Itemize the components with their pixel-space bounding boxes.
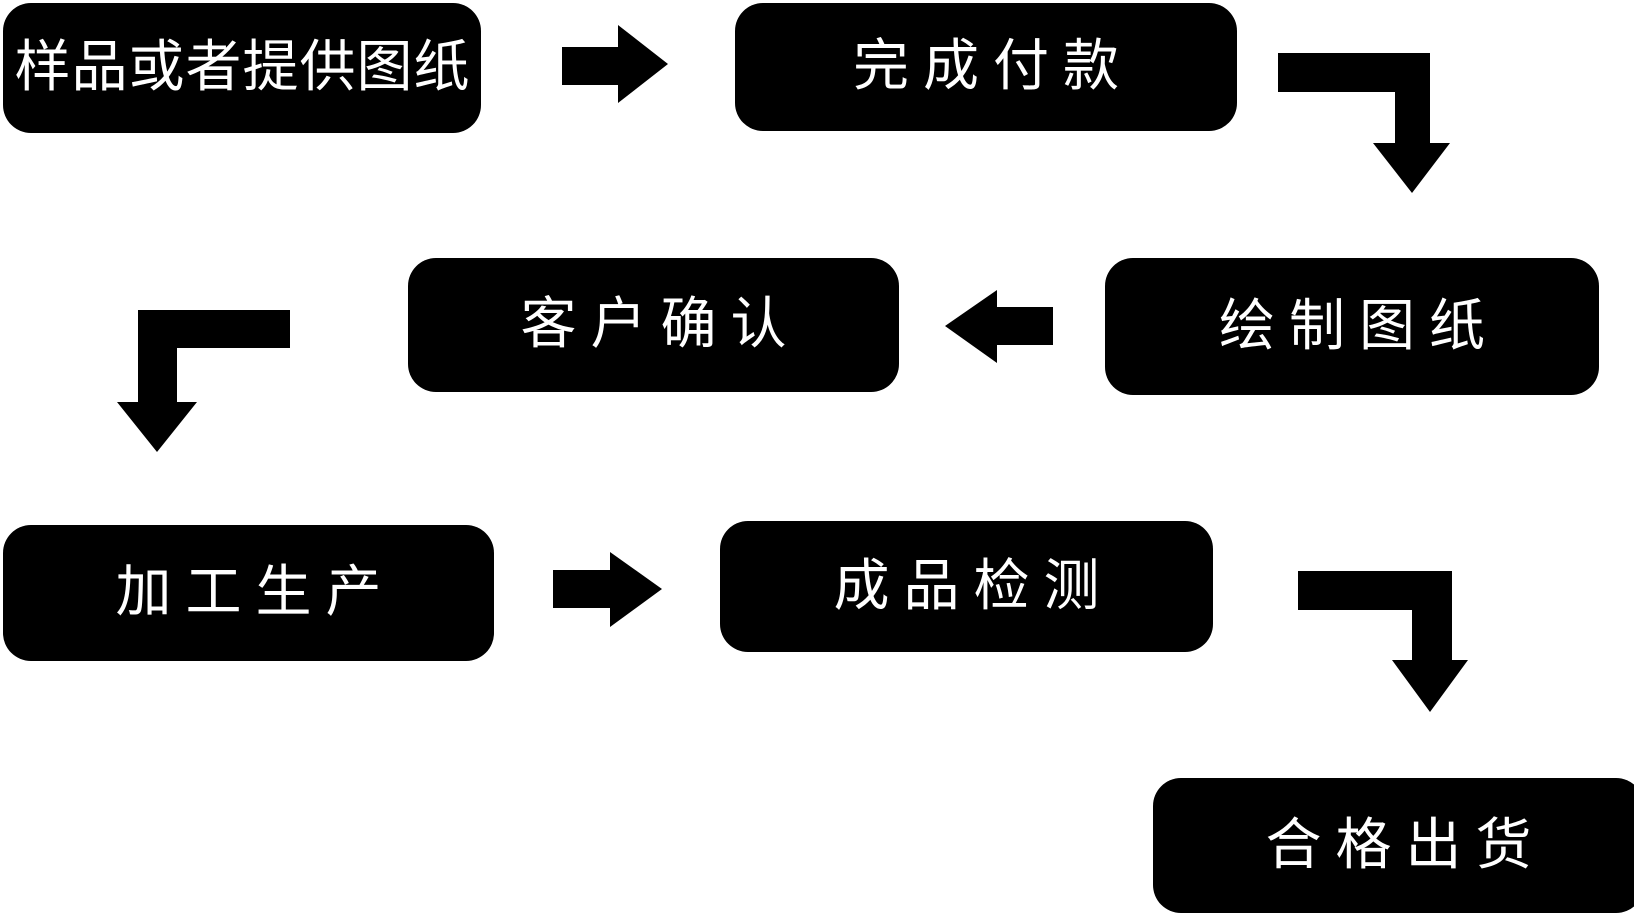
arrow-right-icon bbox=[562, 25, 668, 103]
node-processing-production: 加工生产 bbox=[3, 525, 494, 661]
arrow-elbow-down-right-icon bbox=[1298, 571, 1468, 712]
arrow-left-icon bbox=[945, 290, 1053, 363]
node-finished-product-inspection: 成品检测 bbox=[720, 521, 1213, 652]
node-qualified-shipment: 合格出货 bbox=[1153, 778, 1634, 913]
node-sample-or-provide-drawings: 样品或者提供图纸 bbox=[3, 3, 481, 133]
node-customer-confirmation: 客户确认 bbox=[408, 258, 899, 392]
arrow-elbow-down-left-icon bbox=[117, 310, 290, 452]
arrow-right-icon bbox=[553, 552, 662, 627]
node-draw-drawings: 绘制图纸 bbox=[1105, 258, 1599, 395]
node-complete-payment: 完成付款 bbox=[735, 3, 1237, 131]
arrow-elbow-down-right-icon bbox=[1278, 53, 1450, 193]
